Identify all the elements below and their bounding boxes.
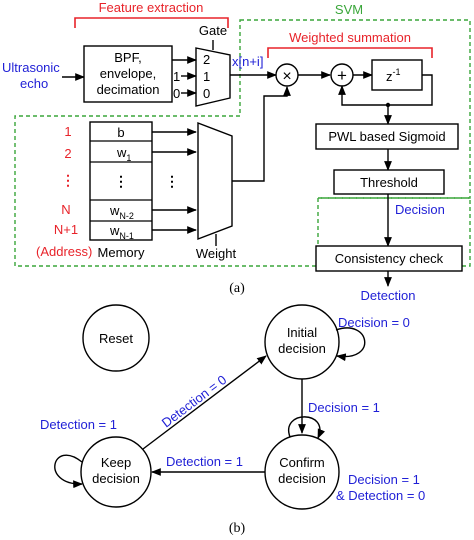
consistency-block bbox=[315, 245, 463, 272]
address-2: 2 bbox=[64, 146, 71, 161]
address-1: 1 bbox=[64, 124, 71, 139]
delay-block bbox=[371, 59, 423, 91]
state-reset-label: Reset bbox=[99, 331, 133, 346]
mux-in-1: 1 bbox=[173, 69, 180, 84]
confirm-self-label-line1: Decision = 1 bbox=[348, 472, 420, 487]
state-keep-line1: Keep bbox=[101, 455, 131, 470]
state-keep bbox=[80, 436, 152, 508]
decision-signal-label: Decision bbox=[395, 202, 445, 217]
confirm-self-label-line2: & Detection = 0 bbox=[336, 488, 425, 503]
address-n: N bbox=[61, 202, 70, 217]
keep-self-label: Detection = 1 bbox=[40, 417, 117, 432]
address-dots: ⋮ bbox=[61, 172, 75, 188]
memory-label: Memory bbox=[98, 245, 145, 260]
memory-cell-wn2: wN-2 bbox=[109, 203, 134, 221]
delay-label: z-1 bbox=[386, 67, 401, 84]
weighted-summation-bracket: Weighted summation bbox=[267, 30, 433, 58]
delay-feedback bbox=[338, 74, 433, 106]
memory-cell-wn1: wN-1 bbox=[109, 223, 134, 241]
feature-extraction-bracket: Feature extraction bbox=[74, 0, 229, 28]
detection-output-label: Detection bbox=[361, 288, 416, 303]
caption-b: (b) bbox=[229, 521, 246, 536]
state-keep-line2: decision bbox=[92, 471, 140, 486]
memory-cell-w1: w1 bbox=[116, 145, 131, 163]
weight-mux bbox=[197, 121, 233, 241]
initial-self-label: Decision = 0 bbox=[338, 315, 410, 330]
input-label-line1: Ultrasonic bbox=[2, 60, 60, 75]
confirm-to-keep-label: Detection = 1 bbox=[166, 454, 243, 469]
memory-cell-b: b bbox=[117, 125, 124, 140]
state-diagram: Reset Initial decision Confirm decision … bbox=[40, 304, 425, 536]
x-signal-label: x[n+i] bbox=[232, 54, 263, 69]
gate-label: Gate bbox=[199, 23, 227, 38]
state-confirm-line2: decision bbox=[278, 471, 326, 486]
input-label-line2: echo bbox=[20, 76, 48, 91]
bpf-line3: decimation bbox=[97, 82, 160, 97]
consistency-label: Consistency check bbox=[335, 251, 444, 266]
bpf-line1: BPF, bbox=[114, 50, 141, 65]
caption-a: (a) bbox=[229, 281, 245, 296]
mux-port-1: 1 bbox=[203, 69, 210, 84]
state-reset bbox=[82, 304, 150, 372]
keep-self-loop bbox=[54, 454, 83, 489]
mux-port-2: 2 bbox=[203, 52, 210, 67]
confirm-self-loop bbox=[287, 416, 326, 439]
address-column: 1 2 ⋮ N N+1 (Address) bbox=[36, 124, 92, 259]
svm-region bbox=[14, 19, 471, 267]
initial-to-confirm-label: Decision = 1 bbox=[308, 400, 380, 415]
gate-mux bbox=[195, 47, 231, 107]
block-diagram: Feature extraction SVM Weighted summatio… bbox=[2, 0, 471, 303]
threshold-label: Threshold bbox=[360, 175, 418, 190]
mux-port-0: 0 bbox=[203, 86, 210, 101]
weight-to-multiplier bbox=[232, 86, 291, 182]
weight-label: Weight bbox=[196, 246, 237, 261]
memory-cell-dots: ⋮ bbox=[114, 173, 128, 189]
address-label: (Address) bbox=[36, 244, 92, 259]
address-n-plus-1: N+1 bbox=[54, 222, 78, 237]
svm-label: SVM bbox=[335, 2, 363, 17]
multiply-symbol: × bbox=[282, 68, 291, 85]
memory-block: b w1 ⋮ wN-2 wN-1 Memory bbox=[89, 121, 153, 260]
initial-self-loop bbox=[335, 327, 366, 362]
mux-input-dots: ⋮ bbox=[165, 173, 179, 189]
bpf-line2: envelope, bbox=[100, 66, 156, 81]
state-confirm-line1: Confirm bbox=[279, 455, 325, 470]
sigmoid-label: PWL based Sigmoid bbox=[328, 129, 445, 144]
state-initial-line2: decision bbox=[278, 341, 326, 356]
keep-to-initial-label: Detection = 0 bbox=[159, 372, 229, 430]
state-initial-line1: Initial bbox=[287, 325, 317, 340]
bpf-block bbox=[83, 45, 173, 103]
mux-in-0: 0 bbox=[173, 86, 180, 101]
keep-to-initial bbox=[142, 355, 267, 450]
weighted-summation-label: Weighted summation bbox=[289, 30, 411, 45]
sigmoid-block bbox=[315, 123, 459, 150]
feature-extraction-label: Feature extraction bbox=[99, 0, 204, 15]
threshold-block bbox=[333, 169, 445, 195]
add-symbol: + bbox=[337, 66, 347, 85]
